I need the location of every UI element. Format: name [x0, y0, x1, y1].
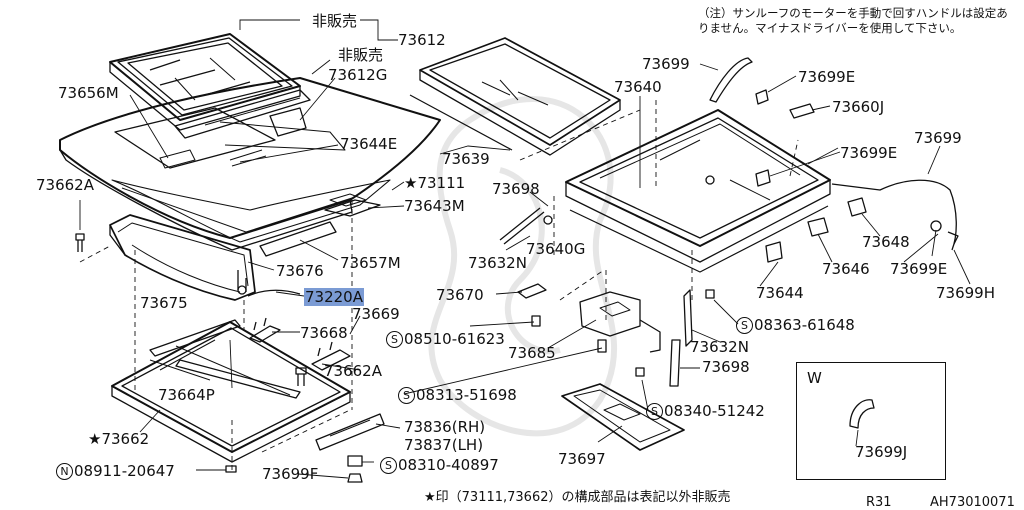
label-73662a-left[interactable]: 73662A: [36, 176, 94, 194]
label-08510-text: 08510-61623: [404, 330, 505, 348]
label-73640[interactable]: 73640: [614, 78, 662, 96]
label-73698-right[interactable]: 73698: [702, 358, 750, 376]
circle-n-icon: N: [56, 463, 73, 480]
label-08911-text: 08911-20647: [74, 462, 175, 480]
model-code: R31: [866, 495, 892, 510]
label-73699-right[interactable]: 73699: [914, 129, 962, 147]
label-08313-text: 08313-51698: [416, 386, 517, 404]
label-73698-left[interactable]: 73698: [492, 180, 540, 198]
label-73220a-highlight[interactable]: 73220A: [304, 288, 364, 306]
sunroof-frame-73640: [565, 109, 831, 273]
note-text: （注）サンルーフのモーターを手動で回すハンドルは設定ありません。マイナスドライバ…: [698, 6, 1008, 35]
label-73699h[interactable]: 73699H: [936, 284, 995, 302]
circle-s-icon: S: [386, 331, 403, 348]
label-73662[interactable]: ★73662: [88, 430, 150, 448]
diagram-code: AH73010071: [930, 495, 1015, 510]
bolt-73662a-middle: [295, 367, 307, 386]
label-73699e-top[interactable]: 73699E: [798, 68, 856, 86]
glass-panel-73612: [109, 33, 301, 131]
inset-label-w: W: [807, 369, 822, 387]
label-73639[interactable]: 73639: [442, 150, 490, 168]
label-73612[interactable]: 73612: [398, 31, 446, 49]
inset-box-w: W 73699J: [796, 362, 946, 480]
roof-panel: [59, 77, 441, 251]
label-hibaibai-1: 非販売: [312, 12, 358, 30]
circle-s-icon: S: [736, 317, 753, 334]
label-73656m[interactable]: 73656M: [58, 84, 119, 102]
label-73676[interactable]: 73676: [276, 262, 324, 280]
brackets-73668-73669: [249, 317, 351, 371]
label-73699j[interactable]: 73699J: [855, 443, 908, 461]
bolt-73662a-left: [75, 233, 85, 252]
label-73648[interactable]: 73648: [862, 233, 910, 251]
slide-rails-73664p: [149, 319, 301, 399]
drain-tray-73675: [109, 214, 256, 301]
circle-s-icon: S: [398, 387, 415, 404]
label-73220a[interactable]: 73220A: [304, 288, 364, 306]
label-hibaibai-2: 非販売: [338, 46, 384, 64]
label-73662a-middle[interactable]: 73662A: [324, 362, 382, 380]
label-73643m[interactable]: 73643M: [404, 197, 465, 215]
label-73685[interactable]: 73685: [508, 344, 556, 362]
label-73669[interactable]: 73669: [352, 305, 400, 323]
label-73644[interactable]: 73644: [756, 284, 804, 302]
label-73670[interactable]: 73670: [436, 286, 484, 304]
dashed-alignment-lines: [79, 100, 799, 470]
shade-panel-73639: [409, 37, 621, 156]
glass-frame-73612g: [174, 89, 311, 139]
drive-cables: [499, 207, 693, 387]
label-08363-text: 08363-61648: [754, 316, 855, 334]
label-73675[interactable]: 73675: [140, 294, 188, 312]
label-73632n-left[interactable]: 73632N: [468, 254, 527, 272]
label-73612g[interactable]: 73612G: [328, 66, 388, 84]
label-73699f[interactable]: 73699F: [262, 465, 319, 483]
side-rails: [259, 193, 381, 257]
label-73837-lh[interactable]: 73837(LH): [404, 436, 484, 454]
label-08310-text: 08310-40897: [398, 456, 499, 474]
cable-73220a: [237, 270, 301, 297]
watermark-emblem: [428, 96, 618, 437]
label-73699-top[interactable]: 73699: [642, 55, 690, 73]
label-73660j[interactable]: 73660J: [832, 98, 885, 116]
trim-panel-73697: [561, 383, 685, 451]
label-73632n-right[interactable]: 73632N: [690, 338, 749, 356]
leader-lines: [79, 19, 971, 479]
label-73697[interactable]: 73697: [558, 450, 606, 468]
footnote: ★印（73111,73662）の構成部品は表記以外非販売: [424, 490, 731, 505]
bracket-73670: [517, 283, 547, 327]
circle-s-icon: S: [380, 457, 397, 474]
label-73657m[interactable]: 73657M: [340, 254, 401, 272]
label-73644e[interactable]: 73644E: [340, 135, 398, 153]
label-73111[interactable]: ★73111: [404, 174, 466, 192]
inset-part-73699j: [849, 399, 875, 429]
label-73668[interactable]: 73668: [300, 324, 348, 342]
label-73640g[interactable]: 73640G: [526, 240, 586, 258]
bolts-right: [635, 289, 715, 377]
small-parts-right: [709, 57, 959, 263]
label-73699e-bottom[interactable]: 73699E: [890, 260, 948, 278]
label-73646[interactable]: 73646: [822, 260, 870, 278]
label-08340-text: 08340-51242: [664, 402, 765, 420]
label-73699e-middle[interactable]: 73699E: [840, 144, 898, 162]
motor-73685: [579, 291, 661, 353]
label-73664p[interactable]: 73664P: [158, 386, 215, 404]
label-73836-rh[interactable]: 73836(RH): [404, 418, 486, 436]
circle-s-icon: S: [646, 403, 663, 420]
